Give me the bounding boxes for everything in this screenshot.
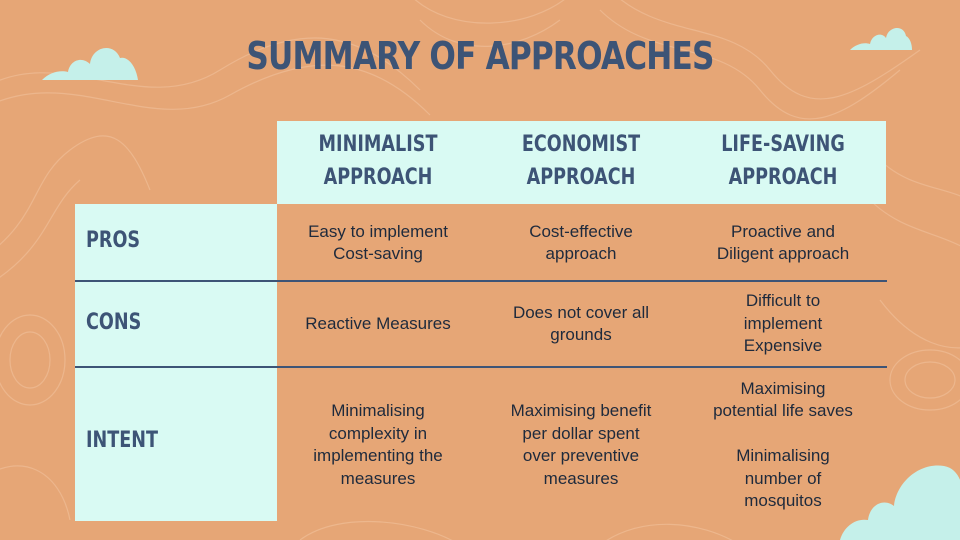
row-divider — [75, 280, 887, 282]
column-header-economist: ECONOMIST APPROACH — [521, 132, 641, 190]
row-label-intent: INTENT — [86, 428, 159, 453]
cell-pros-minimalist: Easy to implement Cost-saving — [308, 221, 448, 264]
cell-intent-minimalist: Minimalising complexity in implementing … — [313, 401, 443, 488]
cloud-icon — [42, 47, 138, 80]
row-label-pros: PROS — [86, 228, 141, 253]
column-header-panel — [277, 121, 886, 204]
cloud-icon — [840, 465, 960, 540]
column-header-life-saving: LIFE-SAVING APPROACH — [721, 132, 845, 190]
cell-pros-life-saving: Proactive and Diligent approach — [716, 221, 850, 264]
column-header-minimalist: MINIMALIST APPROACH — [318, 132, 438, 190]
cell-cons-economist: Does not cover all grounds — [512, 302, 650, 345]
row-divider — [75, 366, 887, 368]
page-title: SUMMARY OF APPROACHES — [246, 34, 714, 78]
cell-cons-minimalist: Reactive Measures — [305, 313, 451, 333]
row-label-cons: CONS — [86, 310, 142, 335]
row-header-panel — [75, 204, 277, 521]
cell-cons-life-saving: Difficult to implement Expensive — [743, 291, 823, 356]
cell-pros-economist: Cost-effective approach — [529, 221, 633, 264]
cell-intent-economist: Maximising benefit per dollar spent over… — [510, 401, 652, 488]
cell-intent-life-saving: Maximising potential life saves Minimali… — [713, 378, 853, 511]
cloud-icon — [850, 27, 912, 50]
